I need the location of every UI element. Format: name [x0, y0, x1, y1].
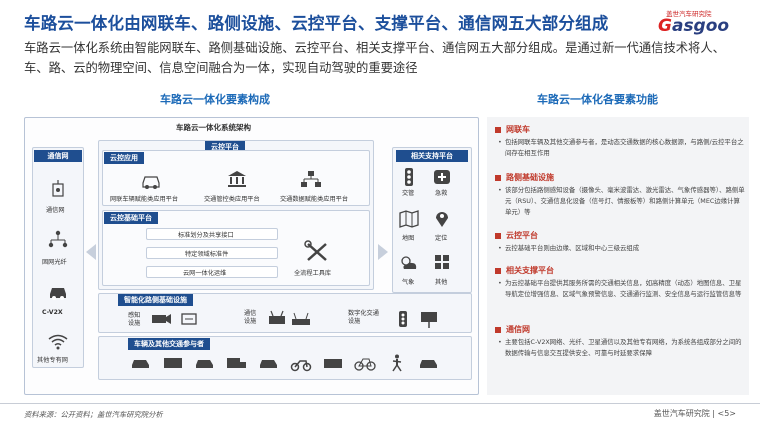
support-bar: 相关支持平台 — [396, 150, 468, 162]
support-item-weather: 气象 — [402, 279, 415, 286]
cloud-base-item-toolkit: 全流程工具库 — [294, 270, 332, 277]
weather-icon — [398, 254, 420, 272]
government-icon — [226, 170, 248, 188]
antenna-icon — [47, 180, 69, 198]
vehicle-icon-5 — [322, 354, 344, 372]
section-roadside: 路侧基础设施 该部分包括路侧感知设备（摄像头、毫米波雷达、激光雷达、气象传感器等… — [495, 172, 745, 218]
section-cloud-control: 云控平台 云控基础平台则由边缘、区域和中心三级云组成 — [495, 230, 745, 254]
rsu-icon — [266, 310, 288, 328]
sign-icon — [418, 310, 440, 328]
map-icon — [398, 210, 420, 228]
tools-icon — [304, 240, 330, 264]
signal-icon — [392, 310, 414, 328]
support-item-emergency: 急救 — [435, 190, 448, 197]
bullet-square-icon — [495, 126, 501, 133]
cloud-base-item-interface: 标准划分及共享接口 — [178, 232, 234, 239]
gasgoo-logo: 盖世汽车研究院 Gasgoo — [648, 8, 748, 38]
car-icon — [47, 283, 69, 301]
source-note: 资料来源：公开资料；盖世汽车研究院分析 — [24, 410, 163, 419]
traffic-light-icon — [398, 168, 420, 186]
section-communication: 通信网 主要包括C-V2X网络、光纤、卫星通信以及其他专有网络，为系统各组成部分… — [495, 324, 745, 359]
location-pin-icon — [431, 210, 453, 228]
right-section-heading: 车路云一体化各要素功能 — [537, 93, 658, 106]
vehicle-icon-3 — [194, 354, 216, 372]
ambulance-icon — [431, 168, 453, 186]
section-title: 路侧基础设施 — [506, 173, 554, 182]
cloud-base-item-ops: 云网一体化运维 — [183, 270, 227, 277]
left-section-heading: 车路云一体化要素构成 — [160, 93, 270, 106]
section-connected-vehicle: 网联车 包括网联车辆及其他交通参与者，是动态交通数据的核心数据源，与路侧/云控平… — [495, 124, 745, 159]
arrow-right — [378, 244, 388, 260]
vehicle-icon-2 — [162, 354, 184, 372]
support-item-map: 地图 — [402, 235, 415, 242]
roadside-item-sensing: 感知设施 — [128, 312, 141, 327]
cloud-app-bar: 云控应用 — [104, 152, 144, 164]
support-item-traffic: 交管 — [402, 190, 415, 197]
bicycle-icon — [354, 354, 376, 372]
motorcycle-icon — [290, 354, 312, 372]
footer-brand-page: 盖世汽车研究院 | <5> — [653, 409, 736, 418]
pedestrian-icon — [386, 354, 408, 372]
section-body: 为云控基础平台提供其服务所需的交通相关信息，如高精度（动态）地图信息、卫星导航定… — [495, 278, 745, 300]
roadside-item-comm: 通信设施 — [244, 310, 257, 325]
comm-item-cv2x: C-V2X — [42, 309, 63, 316]
data-network-icon — [300, 170, 322, 188]
cloud-base-box-3 — [146, 266, 278, 278]
cloud-base-item-domain: 特定领域标准件 — [185, 251, 229, 258]
vehicles-bar: 车辆及其他交通参与者 — [128, 338, 210, 350]
support-item-other: 其他 — [435, 279, 448, 286]
cloud-base-box-1 — [146, 228, 278, 240]
bullet-square-icon — [495, 326, 501, 333]
section-title: 云控平台 — [506, 231, 538, 240]
cloud-app-item-vehicle: 网联车辆赋能类应用平台 — [110, 196, 179, 203]
cloud-base-box-2 — [146, 247, 278, 259]
fiber-network-icon — [47, 230, 69, 248]
bullet-square-icon — [495, 232, 501, 239]
comm-item-fiber: 固网光纤 — [42, 259, 67, 266]
cloud-app-item-traffic-control: 交通管控类应用平台 — [204, 196, 260, 203]
camera-icon — [150, 310, 172, 328]
cloud-app-item-data: 交通数据赋能类应用平台 — [280, 196, 349, 203]
section-title: 相关支撑平台 — [506, 266, 554, 275]
architecture-title: 车路云一体化系统架构 — [176, 123, 251, 132]
arrow-left — [86, 244, 96, 260]
page-description: 车路云一体化系统由智能网联车、路侧基础设施、云控平台、相关支撑平台、通信网五大部… — [24, 41, 725, 75]
roadside-item-digital: 数字化交通设施 — [348, 310, 379, 325]
comm-item-network: 通信网 — [46, 207, 65, 214]
section-body: 该部分包括路侧感知设备（摄像头、毫米波雷达、激光雷达、气象传感器等）、路侧单元（… — [495, 185, 745, 218]
support-item-positioning: 定位 — [435, 235, 448, 242]
comm-item-other: 其他专有网 — [37, 357, 68, 364]
wifi-icon — [47, 333, 69, 351]
router-icon — [290, 310, 312, 328]
radar-icon — [178, 310, 200, 328]
section-support-platform: 相关支撑平台 为云控基础平台提供其服务所需的交通相关信息，如高精度（动态）地图信… — [495, 265, 745, 300]
logo-caption: 盖世汽车研究院 — [666, 10, 712, 18]
bullet-square-icon — [495, 174, 501, 181]
vehicle-icon-1 — [130, 354, 152, 372]
footer-divider — [0, 403, 760, 404]
section-body: 包括网联车辆及其他交通参与者，是动态交通数据的核心数据源，与路侧/云控平台之间存… — [495, 137, 745, 159]
section-body: 云控基础平台则由边缘、区域和中心三级云组成 — [495, 243, 745, 254]
section-title: 网联车 — [506, 125, 530, 134]
connected-car-icon — [140, 172, 162, 190]
page-title: 车路云一体化由网联车、路侧设施、云控平台、支撑平台、通信网五大部分组成 — [24, 14, 609, 33]
grid-icon — [431, 254, 453, 272]
comm-bar: 通信网 — [34, 150, 82, 162]
bullet-square-icon — [495, 267, 501, 274]
roadside-bar: 智能化路侧基础设施 — [118, 294, 193, 306]
section-body: 主要包括C-V2X网络、光纤、卫星通信以及其他专有网络，为系统各组成部分之间的数… — [495, 337, 745, 359]
truck-icon — [226, 354, 248, 372]
vehicle-icon-6 — [418, 354, 440, 372]
section-title: 通信网 — [506, 325, 530, 334]
vehicle-icon-4 — [258, 354, 280, 372]
logo-wordmark: Gasgoo — [658, 16, 730, 36]
cloud-base-bar: 云控基础平台 — [104, 212, 158, 224]
